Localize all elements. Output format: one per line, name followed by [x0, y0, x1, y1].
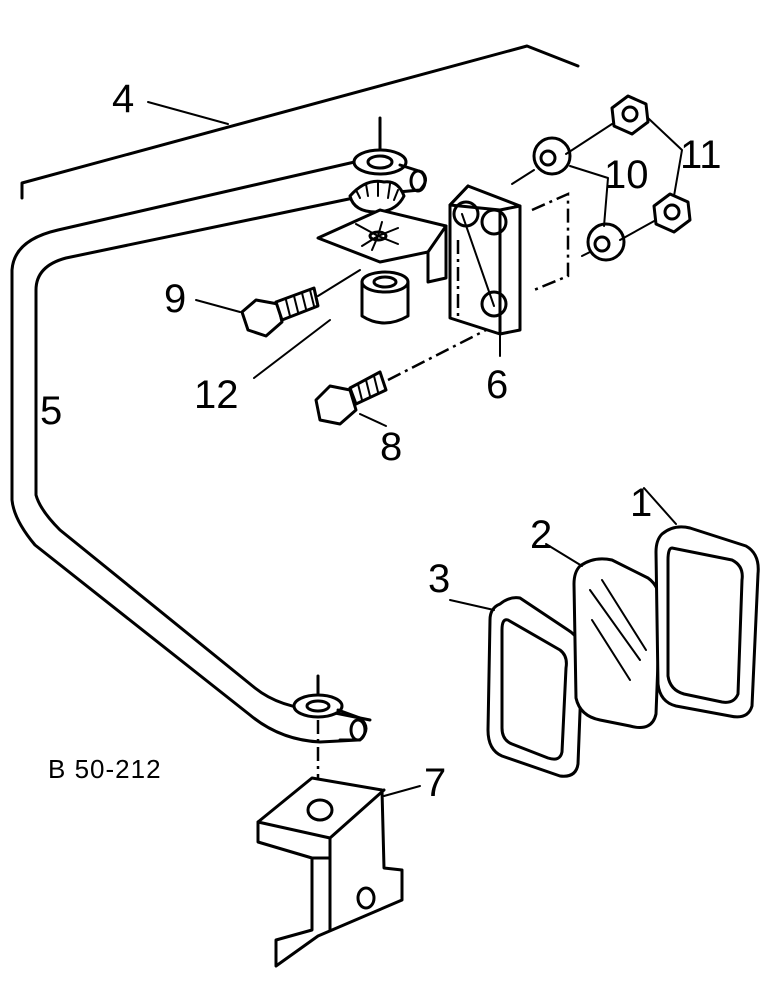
mirror-arm — [10, 116, 427, 805]
callout-12: 12 — [194, 373, 239, 417]
callout-2: 2 — [530, 513, 552, 557]
callout-11: 11 — [680, 133, 722, 177]
bolt-9 — [195, 269, 361, 338]
spacer-bushing — [253, 270, 410, 379]
callout-10: 10 — [604, 153, 649, 197]
mounting-plate — [448, 184, 570, 357]
diagram-reference-code: B 50-212 — [48, 754, 162, 784]
bolt-8 — [314, 328, 487, 427]
mirror-glass-2 — [545, 543, 662, 729]
serrated-bracket — [316, 179, 448, 284]
callout-3: 3 — [428, 557, 450, 601]
washers-and-nuts — [511, 94, 692, 262]
mirror-housing-1 — [643, 487, 760, 719]
callout-8: 8 — [380, 425, 402, 469]
callouts: 1 2 3 4 5 6 7 8 9 10 11 12 B 50-212 — [40, 77, 722, 805]
assembly-bracket-line — [20, 44, 580, 200]
callout-1: 1 — [630, 481, 652, 525]
callout-9: 9 — [164, 277, 186, 321]
mirror-frame-3 — [449, 596, 584, 778]
callout-6: 6 — [486, 363, 508, 407]
callout-7: 7 — [424, 761, 446, 805]
callout-5: 5 — [40, 389, 62, 433]
mounting-clamp — [256, 776, 421, 968]
callout-4: 4 — [112, 77, 134, 121]
